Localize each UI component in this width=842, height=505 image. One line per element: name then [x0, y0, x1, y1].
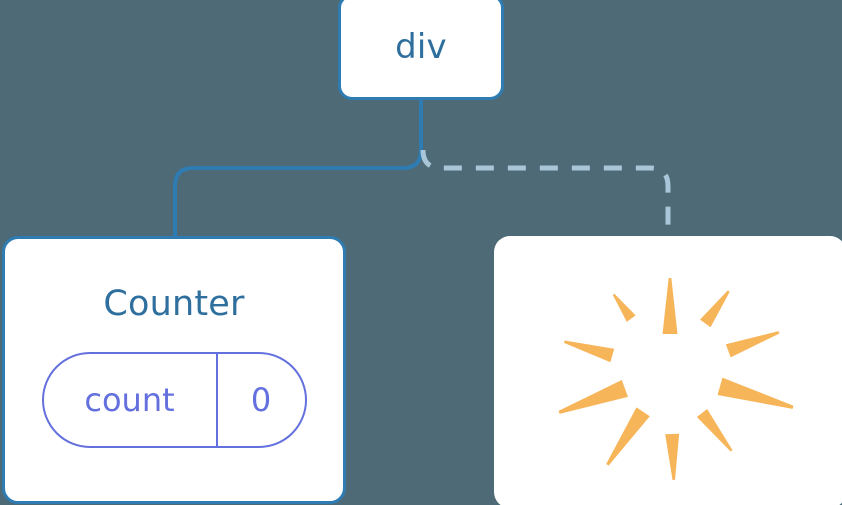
burst-ray-10 — [612, 293, 636, 322]
prop-key: count — [84, 381, 175, 419]
burst-ray-1 — [662, 278, 678, 334]
burst-ray-2 — [700, 290, 730, 328]
prop-value: 0 — [250, 381, 272, 419]
edge-div-to-burst — [420, 149, 671, 240]
burst-ray-5 — [696, 408, 733, 452]
node-render-highlight[interactable] — [494, 236, 842, 505]
burst-ray-7 — [606, 407, 650, 466]
edge-div-to-counter — [173, 100, 423, 240]
starburst-icon — [558, 278, 794, 480]
burst-ray-4 — [717, 377, 794, 409]
burst-ray-6 — [665, 433, 680, 480]
burst-ray-9 — [563, 340, 615, 363]
burst-ray-8 — [558, 379, 628, 414]
node-counter[interactable]: Counter count 0 — [2, 236, 346, 504]
node-div[interactable]: div — [338, 0, 504, 100]
prop-pill-count[interactable]: count 0 — [41, 352, 307, 448]
node-div-label: div — [395, 27, 447, 67]
prop-divider — [215, 354, 218, 446]
node-counter-label: Counter — [103, 284, 245, 324]
burst-ray-3 — [725, 331, 780, 358]
